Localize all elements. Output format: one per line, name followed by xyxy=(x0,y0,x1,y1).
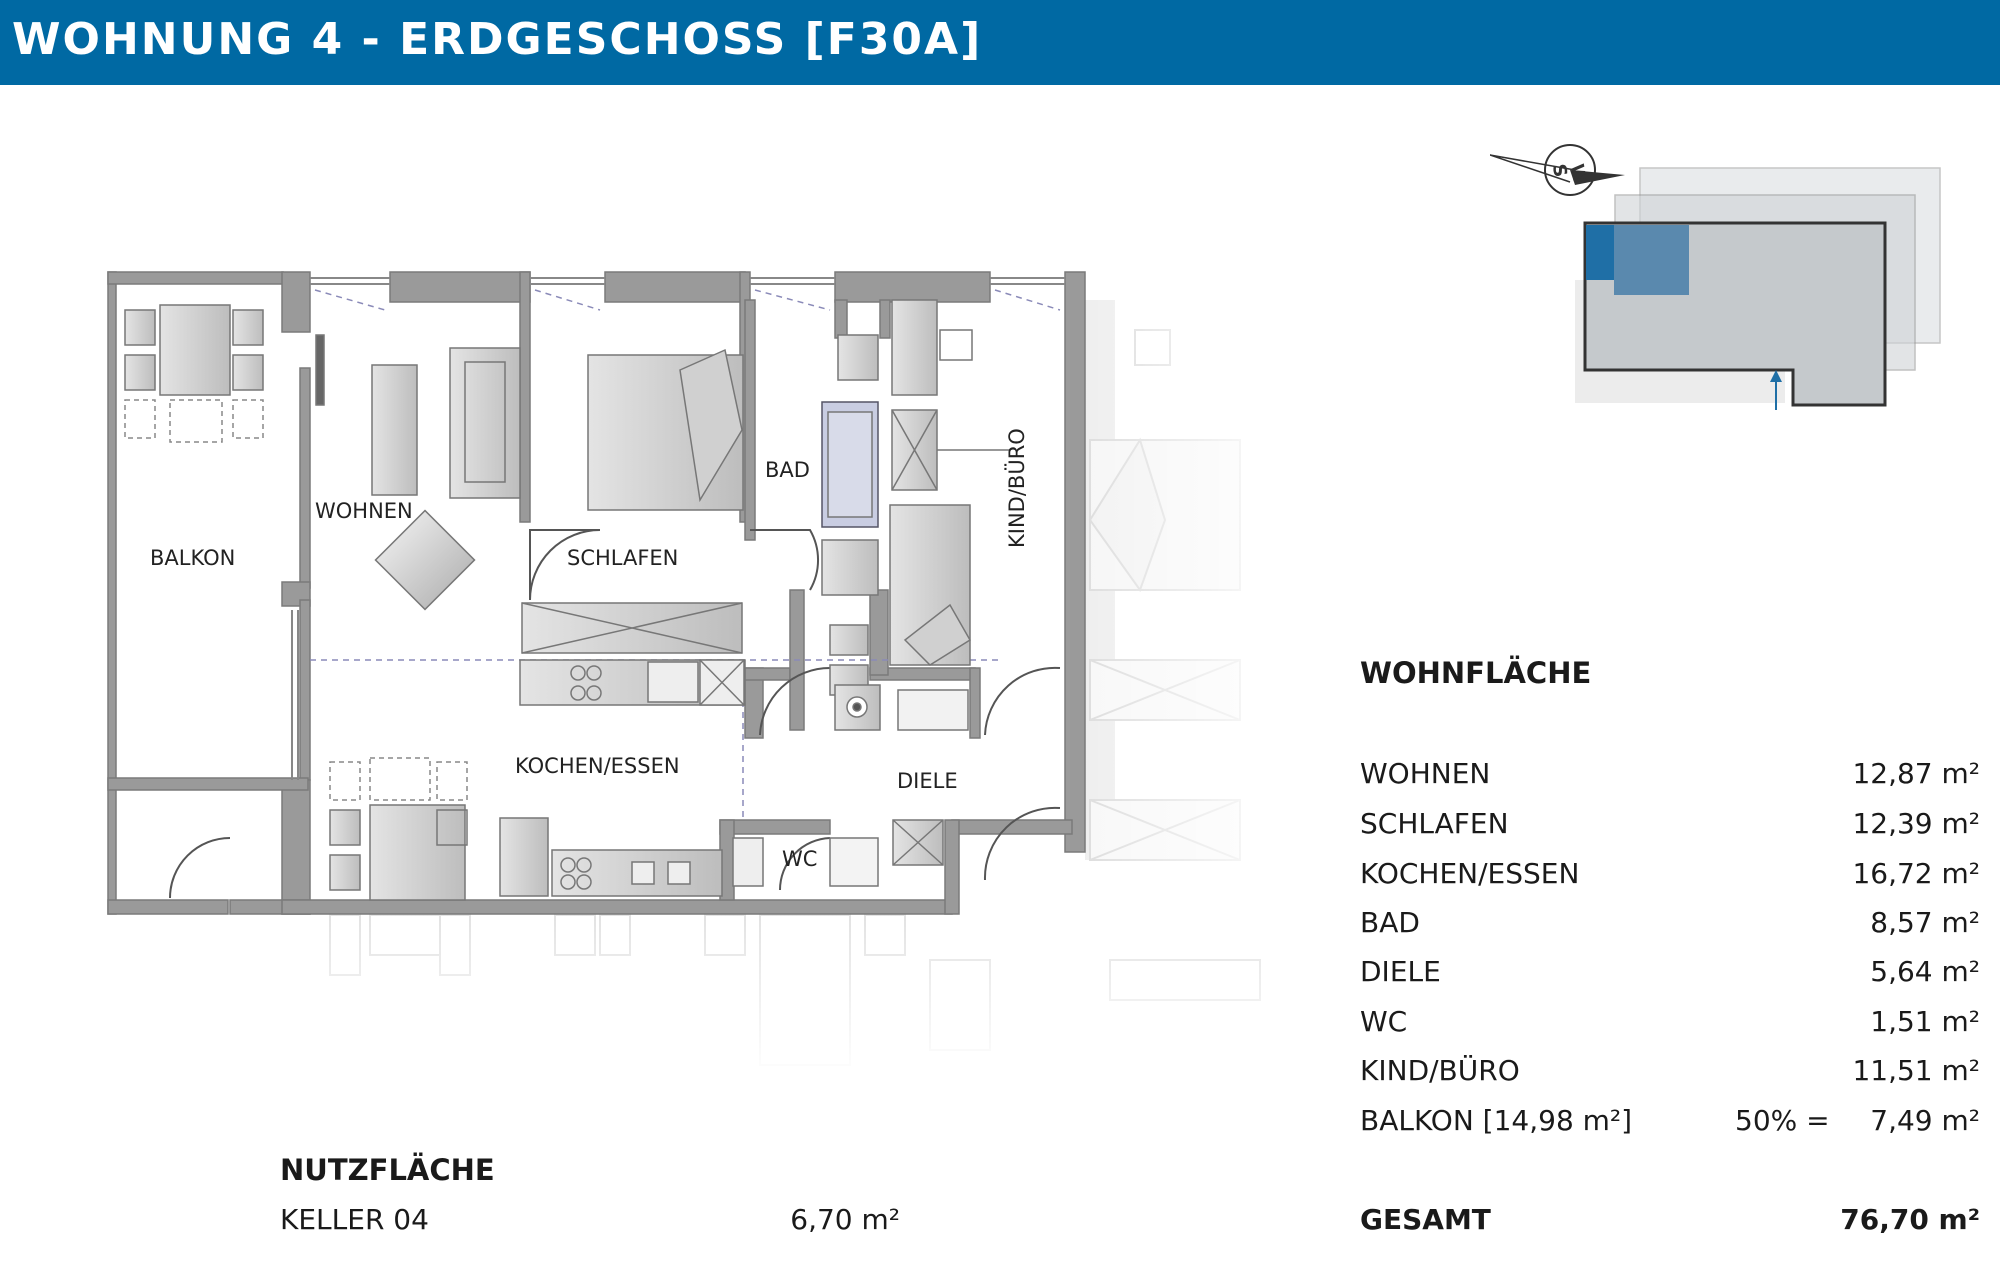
nutz-name: KELLER 04 xyxy=(280,1203,429,1236)
bedroom-furniture xyxy=(521,348,744,654)
kids-office-furniture xyxy=(889,299,1010,731)
compass-letter-w: W xyxy=(1566,162,1590,185)
area-value: 8,57 m² xyxy=(1870,906,1980,939)
room-label-bad: BAD xyxy=(765,458,810,482)
room-label-balkon: BALKON xyxy=(150,546,235,570)
area-value: 12,87 m² xyxy=(1852,757,1980,790)
room-label-schlafen: SCHLAFEN xyxy=(567,546,678,570)
room-label-kochen-essen: KOCHEN/ESSEN xyxy=(515,754,680,778)
area-row: KOCHEN/ESSEN 16,72 m² xyxy=(1360,857,1980,901)
total-value: 76,70 m² xyxy=(1840,1203,1980,1236)
room-label-wc: WC xyxy=(782,847,817,871)
compass-icon: S W xyxy=(1490,144,1625,196)
floor-plan: BALKON WOHNEN SCHLAFEN BAD KIND/BÜRO KOC… xyxy=(80,260,1300,1080)
area-value: 16,72 m² xyxy=(1852,857,1980,890)
area-row: DIELE 5,64 m² xyxy=(1360,955,1980,999)
area-percent: 50% = xyxy=(1735,1104,1830,1137)
area-value: 1,51 m² xyxy=(1870,1005,1980,1038)
room-label-diele: DIELE xyxy=(897,769,958,793)
area-name: KIND/BÜRO xyxy=(1360,1054,1520,1087)
area-row: WOHNEN 12,87 m² xyxy=(1360,757,1980,801)
room-label-wohnen: WOHNEN xyxy=(315,499,413,523)
area-name: WC xyxy=(1360,1005,1408,1038)
area-value: 7,49 m² xyxy=(1870,1104,1980,1137)
area-name: SCHLAFEN xyxy=(1360,807,1509,840)
bath-fixtures xyxy=(821,334,881,731)
total-label: GESAMT xyxy=(1360,1203,1491,1236)
nutz-value: 6,70 m² xyxy=(790,1203,900,1236)
wc-fixtures xyxy=(732,819,944,887)
area-name: WOHNEN xyxy=(1360,757,1491,790)
area-value: 5,64 m² xyxy=(1870,955,1980,988)
doors xyxy=(169,529,1061,899)
area-value: 11,51 m² xyxy=(1852,1054,1980,1087)
area-name: BALKON [14,98 m²] xyxy=(1360,1104,1633,1137)
area-row: BALKON [14,98 m²] 50% = 7,49 m² xyxy=(1360,1104,1980,1148)
wohnflaeche-title: WOHNFLÄCHE xyxy=(1360,656,1592,690)
dining-furniture xyxy=(329,804,468,901)
area-name: BAD xyxy=(1360,906,1420,939)
page-title: WOHNUNG 4 - ERDGESCHOSS [F30A] xyxy=(12,14,983,65)
key-plan: S W xyxy=(1490,144,1941,410)
room-label-kind-buero: KIND/BÜRO xyxy=(1004,428,1029,548)
total-row: GESAMT 76,70 m² xyxy=(1360,1203,1980,1247)
walls xyxy=(107,271,1086,915)
area-row: KIND/BÜRO 11,51 m² xyxy=(1360,1054,1980,1098)
nutzflaeche-title: NUTZFLÄCHE xyxy=(280,1153,495,1187)
header-bar: WOHNUNG 4 - ERDGESCHOSS [F30A] xyxy=(0,0,2000,85)
area-row: SCHLAFEN 12,39 m² xyxy=(1360,807,1980,851)
nutz-row: KELLER 04 6,70 m² xyxy=(280,1203,900,1247)
balcony-furniture xyxy=(124,304,264,396)
area-name: DIELE xyxy=(1360,955,1441,988)
area-row: BAD 8,57 m² xyxy=(1360,906,1980,950)
area-row: WC 1,51 m² xyxy=(1360,1005,1980,1049)
kitchen-furniture xyxy=(499,659,746,897)
living-furniture xyxy=(315,334,521,611)
windows xyxy=(291,277,1065,780)
area-name: KOCHEN/ESSEN xyxy=(1360,857,1580,890)
compass-letter-s: S xyxy=(1548,162,1571,178)
area-value: 12,39 m² xyxy=(1852,807,1980,840)
